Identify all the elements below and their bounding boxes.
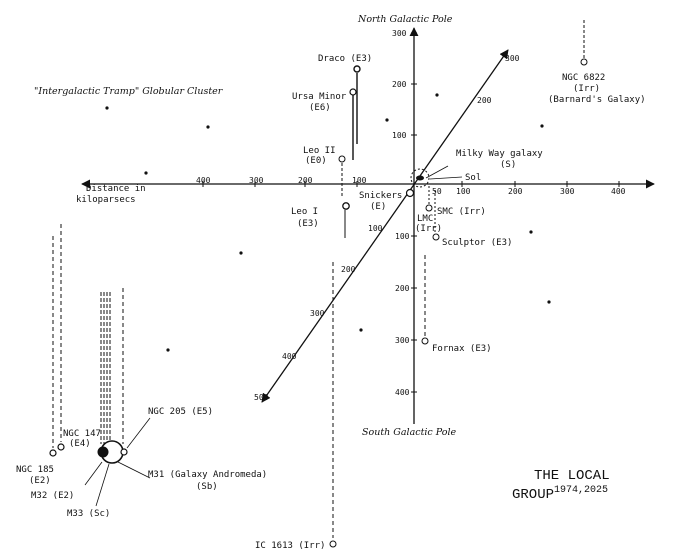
sol-label: Sol [465, 173, 481, 183]
ngc205-label: NGC 205 (E5) [148, 407, 213, 417]
tick-x-400r: 400 [611, 187, 626, 196]
mw-label-2: (S) [500, 160, 516, 170]
sculptor-label: Sculptor (E3) [442, 238, 512, 248]
axes [81, 27, 655, 424]
tick-x-300r: 300 [560, 187, 575, 196]
snickers-label-2: (E) [370, 202, 386, 212]
ngc147-label-1: NGC 147 [63, 429, 101, 439]
ngc185-label-1: NGC 185 [16, 465, 54, 475]
tick-x-100: 100 [352, 176, 367, 185]
ic1613 [329, 262, 337, 548]
tramp-label: "Intergalactic Tramp" Globular Cluster [34, 86, 224, 97]
lmc-label-2: (Irr) [415, 224, 442, 234]
ngc6822-label-1: NGC 6822 [562, 73, 605, 83]
tick-d-300: 300 [310, 309, 325, 318]
tick-y-300d: 300 [395, 336, 410, 345]
fornax [421, 255, 429, 345]
north-pole-label: North Galactic Pole [357, 14, 453, 25]
ngc6822-label-3: (Barnard's Galaxy) [548, 95, 646, 105]
tick-y-100d: 100 [395, 232, 410, 241]
stars [105, 93, 551, 352]
draco [352, 65, 361, 160]
y-tick-labels: 300 200 100 100 200 300 400 [392, 29, 410, 397]
smc-label: SMC (Irr) [437, 207, 486, 217]
diagonal-axis [261, 49, 509, 403]
andromeda-group [49, 224, 151, 507]
x-ticks [202, 32, 620, 393]
leo1-label-1: Leo I [291, 207, 318, 217]
milky-way [410, 165, 449, 188]
mw-label-1: Milky Way galaxy [456, 149, 543, 159]
south-pole-label: South Galactic Pole [362, 427, 457, 438]
ursa-label-2: (E6) [309, 103, 331, 113]
ursa-label-1: Ursa Minor [292, 92, 347, 102]
diag-tick-labels: 300 200 100 200 300 400 500 [254, 54, 520, 402]
tick-x-50: 50 [432, 187, 442, 196]
m31-label-1: M31 (Galaxy Andromeda) [148, 470, 267, 480]
ngc185-label-2: (E2) [29, 476, 51, 486]
ngc6822 [580, 20, 588, 66]
snickers-marker [405, 188, 415, 198]
m31-label-2: (Sb) [196, 482, 218, 492]
tick-y-200: 200 [392, 80, 407, 89]
snickers-label-1: Snickers [359, 191, 402, 201]
ursa-minor-marker [349, 88, 357, 96]
tick-x-100r: 100 [456, 187, 471, 196]
tick-d-200: 200 [477, 96, 492, 105]
distance-label-2: kiloparsecs [76, 195, 136, 205]
ngc6822-label-2: (Irr) [573, 84, 600, 94]
tick-d-100: 100 [368, 224, 383, 233]
fornax-label: Fornax (E3) [432, 344, 492, 354]
leo2-label-1: Leo II [303, 146, 336, 156]
title-line-2: GROUP [512, 487, 554, 503]
m33-label: M33 (Sc) [67, 509, 110, 519]
leo-ii [338, 155, 346, 196]
leo1-label-2: (E3) [297, 219, 319, 229]
tick-x-200: 200 [298, 176, 313, 185]
ngc147-label-2: (E4) [69, 439, 91, 449]
title-line-1: THE LOCAL [534, 468, 610, 484]
tick-x-200r: 200 [508, 187, 523, 196]
lmc-label-1: LMC [417, 214, 433, 224]
tick-y-100: 100 [392, 131, 407, 140]
tick-d-300: 300 [505, 54, 520, 63]
x-tick-labels: 400 300 200 100 50 100 200 300 400 [196, 176, 626, 196]
draco-label: Draco (E3) [318, 54, 372, 64]
ic1613-label: IC 1613 (Irr) [255, 541, 325, 551]
magellanic [425, 186, 440, 241]
tick-d-500: 500 [254, 393, 269, 402]
m32-label: M32 (E2) [31, 491, 74, 501]
leo2-label-2: (E0) [305, 156, 327, 166]
tick-y-400d: 400 [395, 388, 410, 397]
tick-d-200: 200 [341, 265, 356, 274]
tick-y-300: 300 [392, 29, 407, 38]
leo-i [342, 202, 350, 238]
tick-x-400: 400 [196, 176, 211, 185]
tick-x-300: 300 [249, 176, 264, 185]
distance-label-1: Distance in [86, 184, 146, 194]
tick-y-200d: 200 [395, 284, 410, 293]
tick-d-400: 400 [282, 352, 297, 361]
title-years: 1974,2025 [554, 485, 608, 496]
